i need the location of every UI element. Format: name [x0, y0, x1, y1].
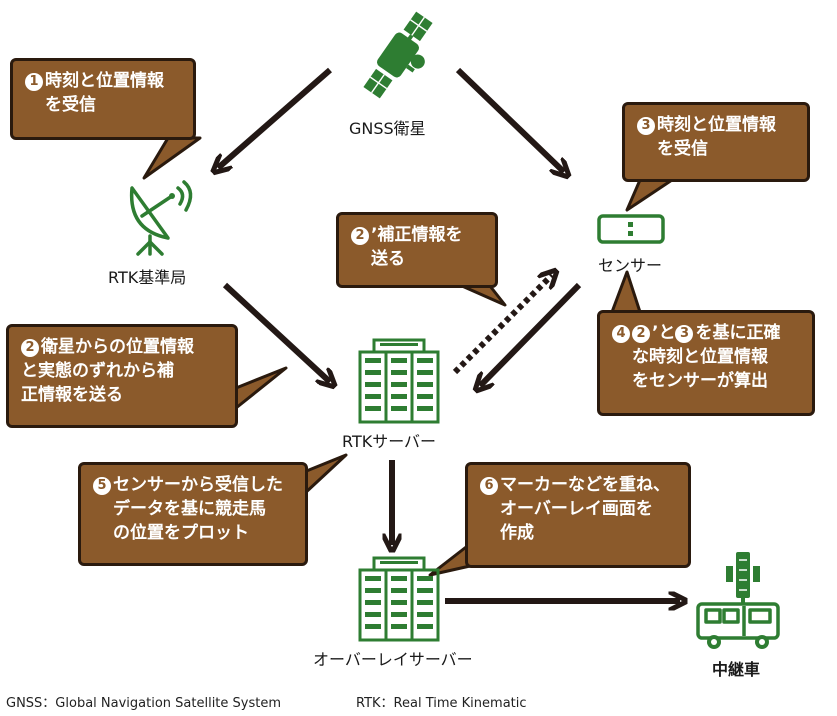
overlay-server-label: オーバーレイサーバー	[313, 650, 473, 669]
callout-text-line: を受信	[657, 139, 708, 159]
callout-text-line: 作成	[500, 523, 534, 543]
arrow-base-to-rtk-server	[222, 282, 330, 382]
step-number-badge: 1	[25, 73, 43, 91]
step-number-badge: 4	[612, 325, 630, 343]
callout-text-line: と実態のずれから補	[21, 361, 174, 381]
callout-text-line: な時刻と位置情報	[632, 347, 768, 367]
arrow-satellite-to-sensor	[455, 67, 564, 172]
step-number-badge: 5	[93, 477, 111, 495]
callout-text-line: を基に正確	[695, 323, 781, 343]
prime-mark: ’	[371, 225, 378, 245]
callout-text-line: を受信	[45, 95, 96, 115]
base-station-label: RTK基準局	[108, 268, 187, 287]
step-number-badge: 6	[480, 477, 498, 495]
callout-text-line: 時刻と位置情報	[657, 115, 776, 135]
arrow-rtk-server-to-sensor-dotted	[452, 275, 552, 375]
callout-text-line: 衛星からの位置情報	[41, 337, 194, 357]
prime-mark: ’	[652, 323, 659, 343]
callout-text-line: 時刻と位置情報	[45, 71, 164, 91]
footnote-rtk: RTK：Real Time Kinematic	[356, 696, 527, 711]
sensor-label: センサー	[598, 256, 663, 275]
relay-vehicle-label: 中継車	[712, 660, 761, 679]
callout-text-line: データを基に競走馬	[113, 499, 266, 519]
and-text: と	[658, 323, 676, 343]
step-number-badge: 2	[21, 339, 39, 357]
rtk-server-label: RTKサーバー	[342, 432, 437, 451]
step-number-badge: 3	[675, 325, 694, 343]
callout-text-line: 補正情報を	[377, 225, 463, 245]
arrow-satellite-to-base	[218, 67, 332, 168]
callout-text-line: をセンサーが算出	[632, 371, 768, 391]
callout-step2prime: 2’補正情報を 送る	[336, 212, 498, 288]
callout-text-line: マーカーなどを重ね、	[500, 475, 670, 495]
arrow-sensor-to-rtk-server	[480, 282, 582, 386]
step-number-badge: 2	[632, 325, 650, 343]
footnote-gnss: GNSS：Global Navigation Satellite System	[6, 696, 282, 711]
callout-text-line: 正情報を送る	[21, 385, 123, 405]
step-number-badge: 2	[351, 227, 369, 245]
satellite-label: GNSS衛星	[349, 119, 426, 138]
callout-text-line: センサーから受信した	[113, 475, 283, 495]
callout-text-line: 送る	[371, 249, 405, 269]
callout-text-line: オーバーレイ画面を	[500, 499, 653, 519]
callout-text-line: の位置をプロット	[113, 523, 249, 543]
step-number-badge: 3	[637, 117, 655, 135]
